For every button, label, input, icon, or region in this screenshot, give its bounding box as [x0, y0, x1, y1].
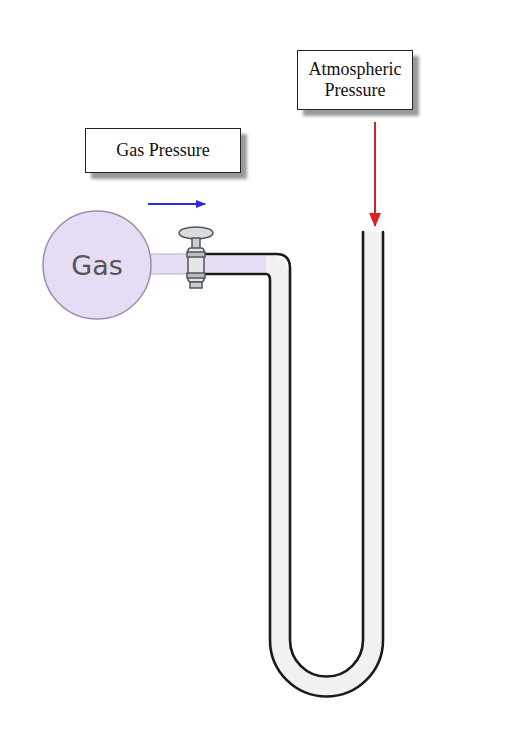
atmospheric-pressure-arrow [374, 122, 376, 226]
pressure-label: Atmospheric Pressure [306, 59, 404, 100]
atmospheric-arrowhead [369, 213, 381, 227]
u-tube [205, 232, 383, 697]
pressure-label: Gas Pressure [116, 140, 209, 161]
gas-pressure-arrow [148, 203, 205, 205]
stopcock-valve [179, 227, 213, 288]
bulb-label: Gas [71, 250, 123, 281]
label-box: Gas Pressure [85, 128, 241, 173]
tube-interior [200, 232, 373, 687]
gas-bulb: Gas [42, 210, 152, 320]
label-box: Atmospheric Pressure [297, 50, 413, 110]
tube-gas [200, 256, 266, 272]
bulb-circle [43, 211, 151, 319]
